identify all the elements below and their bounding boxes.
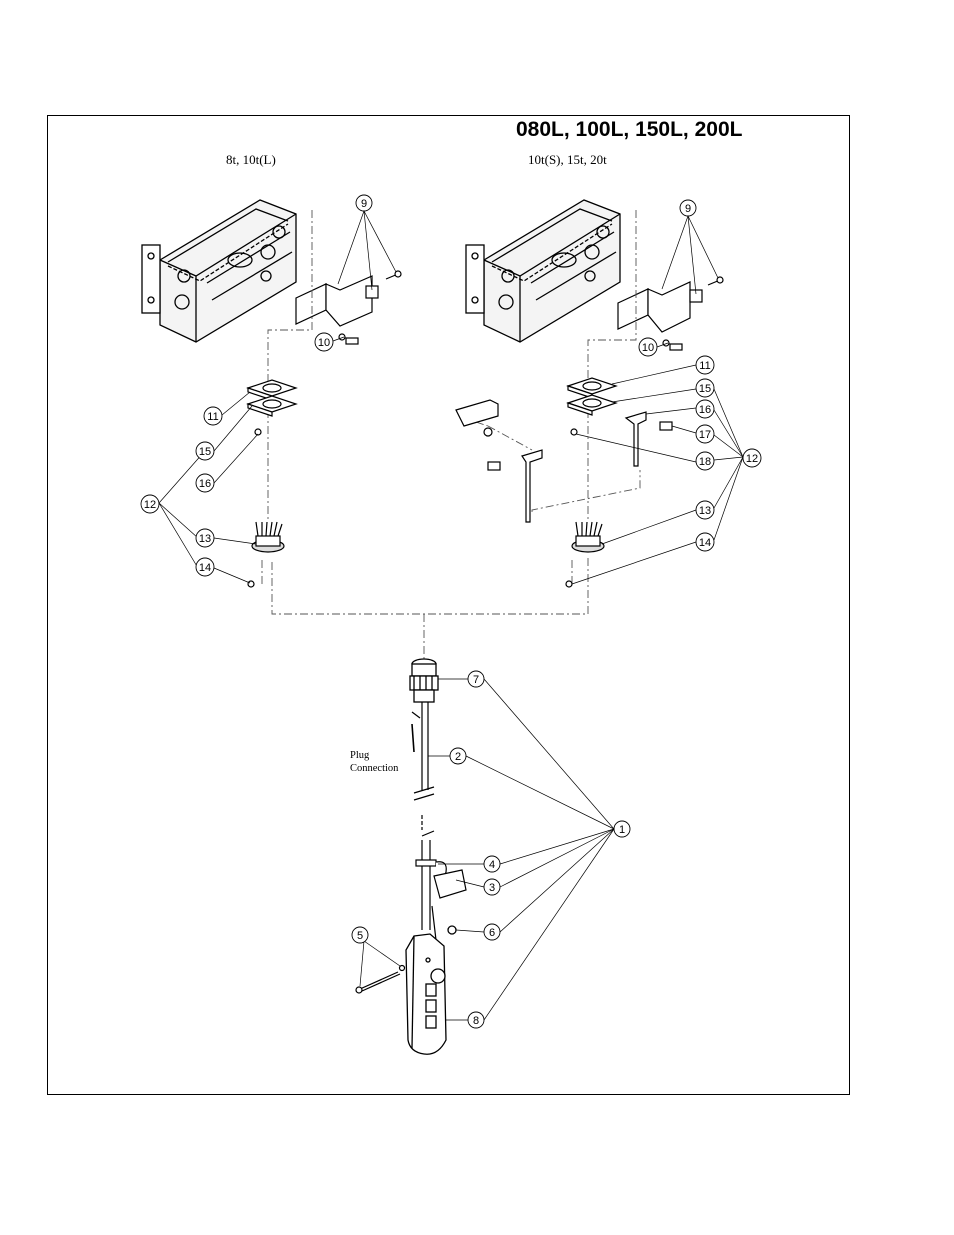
- svg-text:16: 16: [699, 404, 711, 416]
- svg-text:13: 13: [699, 505, 711, 517]
- callout-4: 4: [483, 855, 501, 873]
- callout-9-right: 9: [679, 199, 697, 217]
- cable-gland-left: [247, 521, 285, 588]
- bracket-right: [617, 276, 724, 333]
- callout-13-right: 13: [695, 500, 715, 520]
- callout-7: 7: [467, 670, 485, 688]
- svg-text:12: 12: [746, 453, 758, 465]
- strain-bracket-right: [455, 399, 673, 523]
- callouts: 9 9 10 10 11 15 16 12 13 14 11 15 16 17 …: [140, 194, 762, 1029]
- svg-text:12: 12: [144, 499, 156, 511]
- callout-12-left: 12: [140, 494, 160, 514]
- callout-15-left: 15: [195, 441, 215, 461]
- cable-gland-right: [565, 521, 605, 588]
- svg-text:13: 13: [199, 533, 211, 545]
- svg-text:17: 17: [699, 429, 711, 441]
- callout-11-left: 11: [203, 406, 223, 426]
- svg-text:9: 9: [685, 203, 691, 215]
- pendant-cable: [411, 702, 437, 941]
- svg-text:1: 1: [619, 824, 625, 836]
- callout-17: 17: [695, 424, 715, 444]
- callout-6: 6: [483, 923, 501, 941]
- callout-16-right: 16: [695, 399, 715, 419]
- svg-text:14: 14: [699, 537, 711, 549]
- callout-15-right: 15: [695, 378, 715, 398]
- svg-text:3: 3: [489, 882, 495, 894]
- svg-text:14: 14: [199, 562, 211, 574]
- plug-connection-label-line1: Plug: [350, 750, 370, 761]
- svg-text:4: 4: [489, 859, 495, 871]
- svg-text:6: 6: [489, 927, 495, 939]
- svg-text:11: 11: [207, 411, 218, 423]
- svg-text:10: 10: [318, 337, 330, 349]
- strain-ring-tag: [415, 859, 467, 899]
- svg-text:8: 8: [473, 1015, 479, 1027]
- callout-13-left: 13: [195, 528, 215, 548]
- gasket-left: [246, 379, 298, 436]
- callout-14-right: 14: [695, 532, 715, 552]
- callout-16-left: 16: [195, 473, 215, 493]
- control-box-left: [141, 199, 297, 343]
- callout-1: 1: [613, 820, 631, 838]
- callout-11-right: 11: [695, 355, 715, 375]
- callout-12-right: 12: [742, 448, 762, 468]
- svg-text:2: 2: [455, 751, 461, 763]
- screw-10-left: [338, 333, 359, 345]
- callout-14-left: 14: [195, 557, 215, 577]
- svg-text:18: 18: [699, 456, 711, 468]
- control-box-right: [465, 199, 621, 343]
- svg-text:15: 15: [199, 446, 211, 458]
- callout-8: 8: [467, 1011, 485, 1029]
- svg-text:9: 9: [361, 198, 367, 210]
- svg-text:5: 5: [357, 930, 363, 942]
- diagram-frame: [47, 115, 850, 1095]
- variant-right-label: 10t(S), 15t, 20t: [528, 152, 607, 167]
- gasket-right: [566, 377, 618, 436]
- svg-text:10: 10: [642, 342, 654, 354]
- callout-3: 3: [483, 878, 501, 896]
- svg-text:11: 11: [699, 360, 710, 372]
- svg-text:16: 16: [199, 478, 211, 490]
- bracket-left: [295, 270, 402, 327]
- callout-10-left: 10: [314, 332, 334, 352]
- plug-connector: [409, 658, 439, 703]
- plug-connection-label-line2: Connection: [350, 763, 399, 774]
- svg-text:15: 15: [699, 383, 711, 395]
- callout-18: 18: [695, 451, 715, 471]
- page-title: 080L, 100L, 150L, 200L: [516, 118, 743, 141]
- callout-5: 5: [351, 926, 369, 944]
- leader-lines: [158, 210, 744, 1021]
- screw-5: [355, 964, 406, 994]
- callout-10-right: 10: [638, 337, 658, 357]
- variant-left-label: 8t, 10t(L): [226, 152, 276, 167]
- screw-10-right: [662, 339, 683, 351]
- callout-2: 2: [449, 747, 467, 765]
- callout-9-left: 9: [355, 194, 373, 212]
- pendant-control: [405, 925, 457, 1055]
- svg-text:7: 7: [473, 674, 479, 686]
- assembly-lines: [261, 210, 641, 660]
